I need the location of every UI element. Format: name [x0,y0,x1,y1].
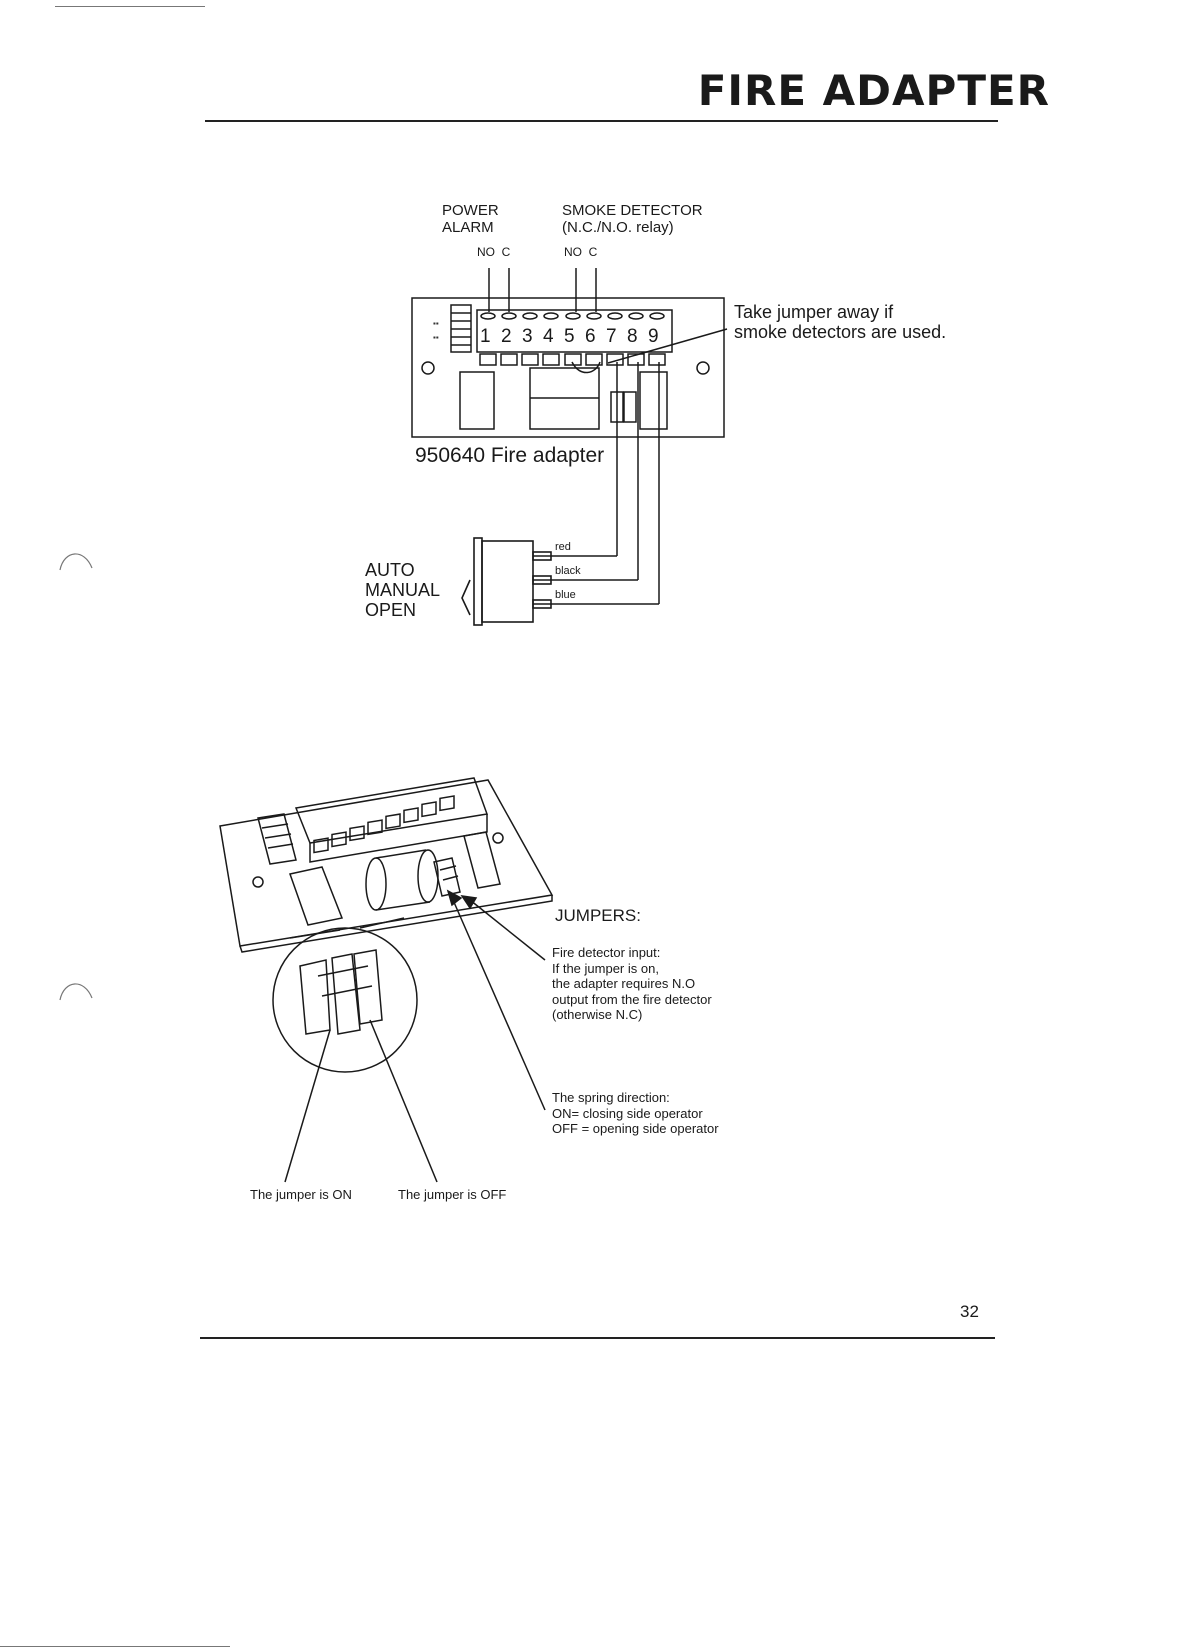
terminal-number-row: 1 2 3 4 5 6 7 8 9 [480,326,669,348]
smoke-detector-label: SMOKE DETECTOR (N.C./N.O. relay) [562,202,703,236]
terminal-number: 2 [501,326,512,347]
spring-note-line: OFF = opening side operator [552,1121,719,1136]
fire-detector-line: output from the fire detector [552,991,712,1007]
terminal-number: 7 [606,326,617,347]
terminal-number: 8 [627,326,638,347]
terminal-number: 5 [564,326,575,347]
hole-3d-left [252,876,264,888]
smoke-detector-relay: (N.C./N.O. relay) [562,219,674,236]
leader-jumper-off [369,1019,438,1183]
terminal-block [476,309,673,353]
spring-direction-note: The spring direction: ON= closing side o… [552,1090,719,1137]
jumpers-heading: JUMPERS: [555,906,641,925]
wire-label-black: black [555,565,581,577]
relay-component-2 [639,371,668,430]
hole-3d-right [492,832,504,844]
relay-3d-2 [463,831,501,889]
perspective-board [219,777,554,1183]
svg-text:▪▪: ▪▪ [433,333,439,342]
fire-detector-line: (otherwise N.C) [552,1007,643,1022]
terminal-number: 6 [585,326,596,347]
power-alarm-label: POWER ALARM [442,202,499,236]
header-rule [205,120,998,122]
top-margin-rule [55,6,205,7]
footer-rule [200,1337,995,1339]
terminal-number: 1 [480,326,491,347]
fire-detector-line: the adapter requires N.O [552,976,696,991]
jumper-note: Take jumper away if smoke detectors are … [734,302,946,342]
jumper-off-label: The jumper is OFF [398,1187,507,1202]
spring-note-line: The spring direction: [552,1090,670,1105]
spring-note-line: ON= closing side operator [552,1105,703,1121]
magnifier-circle [272,927,418,1073]
pcb-outline [411,297,725,438]
terminal-number: 4 [543,326,554,347]
wire-label-blue: blue [555,589,576,601]
jumper-note-line: smoke detectors are used. [734,322,947,342]
terminal-screws [480,312,665,320]
power-terminals-label: NO C [477,245,511,259]
mount-hole-right [696,361,710,375]
switch-position-manual: MANUAL [365,580,441,600]
jumper-on-label: The jumper is ON [250,1187,352,1202]
terminal-slots [479,353,666,366]
smoke-detector-title: SMOKE DETECTOR [562,202,703,219]
jumper-header [623,391,637,423]
binding-hole-mark [59,553,93,571]
schematic-board: ▪▪ ▪▪ [411,268,728,605]
page-number: 32 [960,1302,979,1321]
dip-switch-3d [257,813,297,865]
terminal-slots-3d [313,795,455,854]
relay-3d [289,866,344,926]
relay-component [459,371,495,430]
jumper-note-leader [607,328,728,364]
bottom-margin-rule [0,1646,230,1647]
switch-position-auto: AUTO [365,560,415,580]
switch-position-open: OPEN [365,600,417,620]
board-caption: 950640 Fire adapter [415,444,605,467]
leader-fire-input [469,899,546,961]
fire-detector-line: Fire detector input: [552,945,661,960]
leader-jumper-on [284,1029,331,1183]
smoke-terminals-label: NO C [564,245,598,259]
alarm-label: ALARM [442,219,494,236]
capacitor-3d [365,857,387,911]
terminal-block-3d [294,777,489,844]
jumper-note-line: Take jumper away if [734,302,894,322]
mode-switch [461,537,552,626]
mount-hole-left [421,361,435,375]
power-label: POWER [442,202,499,219]
terminal-number: 3 [522,326,533,347]
fire-detector-line: If the jumper is on, [552,960,659,976]
jumper-block-3d [433,857,461,897]
leader-spring [452,899,546,1111]
terminal-number: 9 [648,326,659,347]
switch-positions: AUTO MANUAL OPEN [365,560,440,620]
svg-text:▪▪: ▪▪ [433,319,439,328]
wire-label-red: red [555,541,571,553]
binding-hole-mark [59,983,93,1001]
page-title: FIRE ADAPTER [697,66,1050,115]
fire-detector-note: Fire detector input: If the jumper is on… [552,945,712,1023]
jumper-wire [571,361,601,374]
